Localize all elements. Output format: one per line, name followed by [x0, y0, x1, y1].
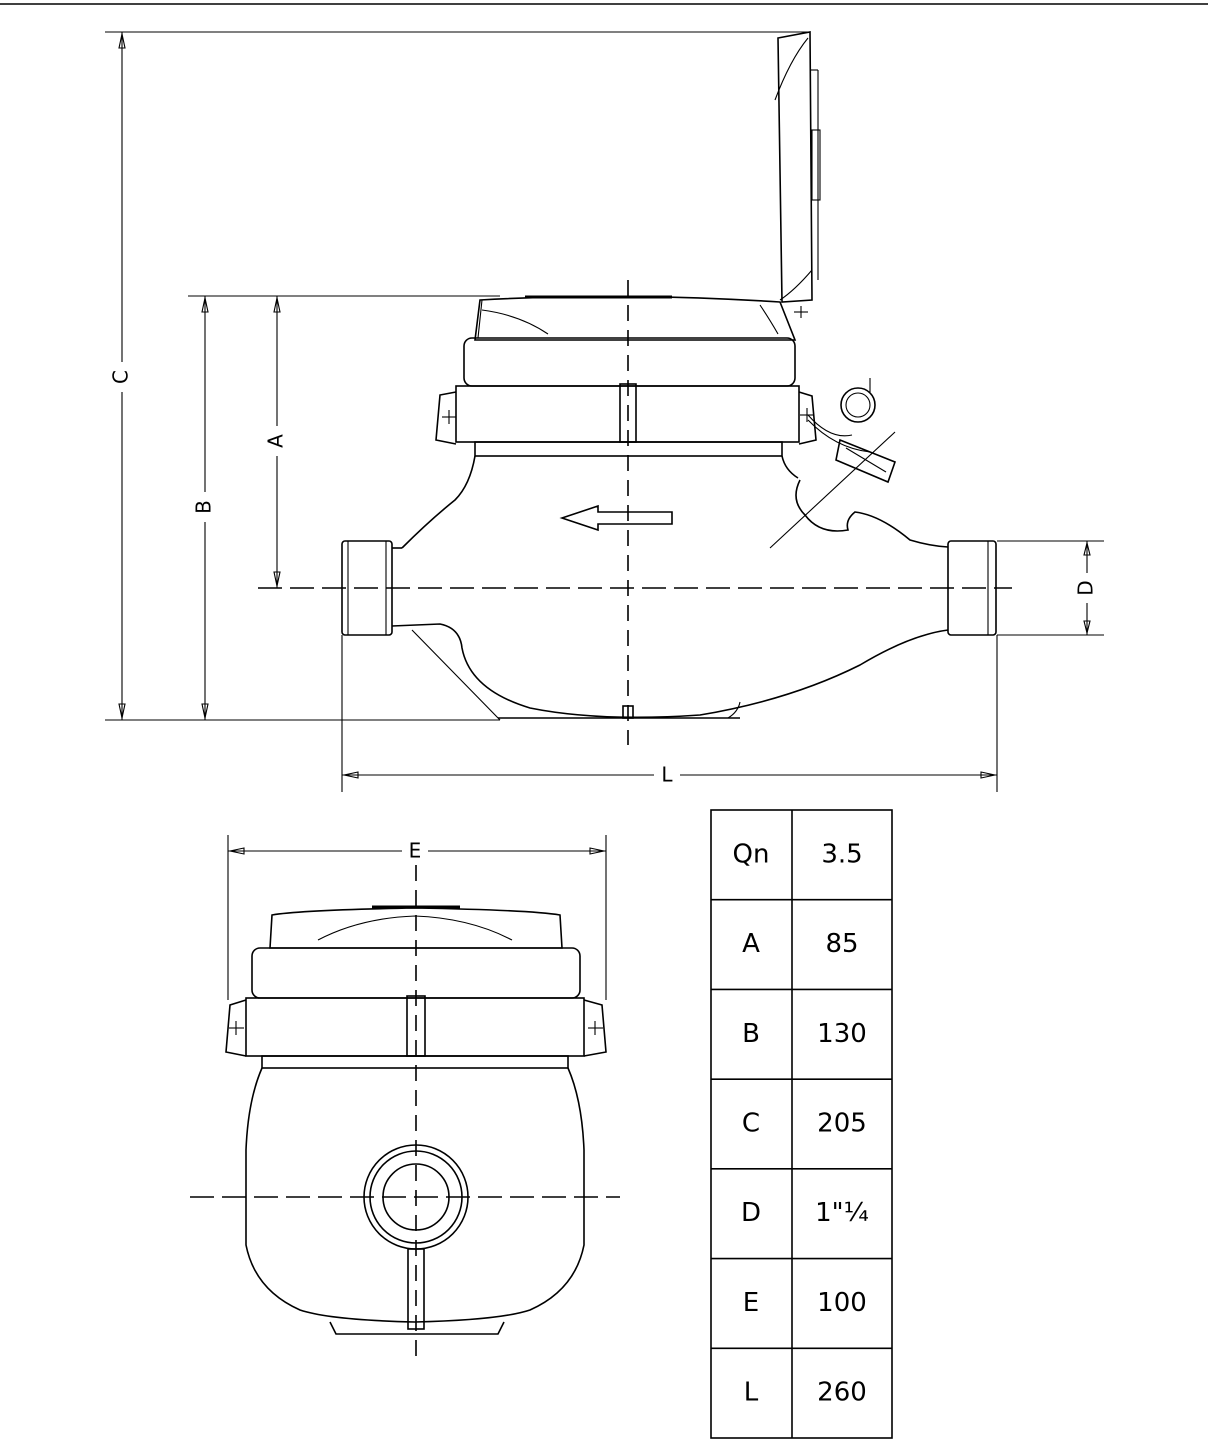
table-key-cell: A	[742, 929, 760, 959]
table-key-cell: L	[744, 1378, 759, 1408]
flow-direction-arrow	[559, 504, 673, 532]
ring-band	[435, 383, 817, 457]
table-value-cell: 130	[817, 1019, 867, 1049]
dimension-l: L	[342, 763, 997, 787]
table-key-cell: E	[743, 1288, 759, 1318]
open-lid	[774, 31, 821, 303]
dimension-d: D	[1074, 541, 1098, 635]
dimension-b: B	[192, 296, 216, 720]
dimension-c-label: C	[109, 370, 133, 384]
dimension-e-label: E	[409, 839, 422, 863]
table-key-cell: B	[742, 1019, 760, 1049]
table-value-cell: 1"¼	[815, 1198, 869, 1228]
register-cover	[474, 295, 797, 341]
dimension-a: A	[264, 296, 288, 588]
front-view: E	[190, 835, 620, 1365]
dimension-e: E	[227, 835, 607, 1000]
table-value-cell: 85	[825, 929, 858, 959]
seal-wire	[769, 306, 897, 549]
table-value-cell: 260	[817, 1378, 867, 1408]
table-value-cell: 100	[817, 1288, 867, 1318]
front-ring-band	[225, 995, 607, 1069]
dimension-d-label: D	[1074, 580, 1098, 595]
table-value-cell: 205	[817, 1109, 867, 1139]
dimension-l-label: L	[661, 763, 673, 787]
dimension-b-label: B	[192, 500, 216, 514]
meter-body	[391, 455, 949, 721]
dimension-lines: C B A D	[105, 31, 1104, 792]
upper-cap	[463, 337, 796, 387]
dimension-c: C	[109, 32, 133, 720]
table-key-cell: Qn	[733, 839, 770, 869]
side-view	[258, 31, 1012, 745]
table-value-cell: 3.5	[821, 839, 862, 869]
table-key-cell: C	[742, 1109, 760, 1139]
table-key-cell: D	[741, 1198, 761, 1228]
dimension-a-label: A	[264, 434, 288, 448]
front-body	[245, 1067, 585, 1323]
